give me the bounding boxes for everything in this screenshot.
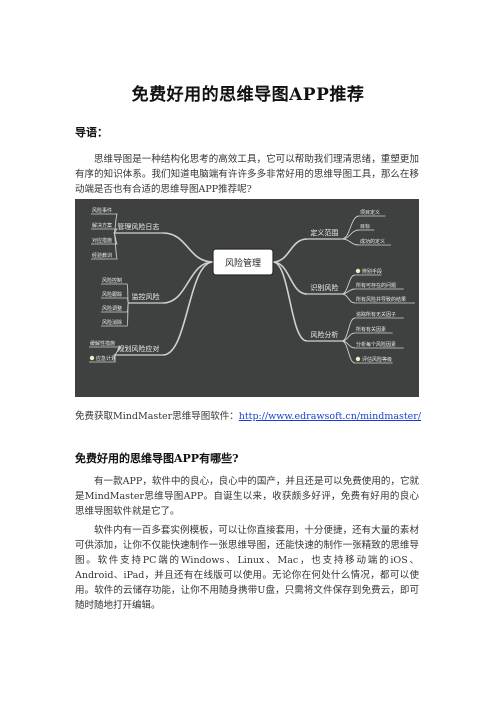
download-line: 免费获取MindMaster思维导图软件：http://www.edrawsof… (75, 408, 421, 422)
branch-label: 定义范围 (310, 228, 338, 237)
intro-heading: 导语： (75, 126, 108, 139)
leaf-label: 成功的定义 (360, 238, 385, 245)
leaf-label: 应急计划 (96, 355, 116, 362)
mindmap-image: 管理风险日志风险事件解决方案对应措施经验教训监控风险风险控制风险跟踪风险调整风险… (75, 199, 419, 397)
mindmap-nodes: 管理风险日志风险事件解决方案对应措施经验教训监控风险风险控制风险跟踪风险调整风险… (89, 207, 406, 363)
paragraph-2: 有一款APP，软件中的良心，良心中的国产，并且还是可以免费使用的，它就是Mind… (75, 476, 419, 517)
section-heading: 免费好用的思维导图APP有哪些? (75, 452, 239, 465)
leaf-label: 解决方案 (92, 222, 112, 229)
leaf-label: 对应措施 (92, 237, 112, 244)
leaf-label: 经验教训 (92, 252, 112, 259)
intro-paragraph: 思维导图是一种结构化思考的高效工具，它可以帮助我们理清思绪，重塑更加有序的知识体… (75, 154, 419, 195)
leaf-marker-icon (355, 356, 361, 362)
leaf-label: 所有风险并导致的结果 (356, 296, 406, 303)
branch-connector (162, 261, 214, 356)
leaf-label: 风险控制 (102, 277, 122, 284)
leaf-label: 评估风险等级 (362, 356, 392, 363)
leaf-label: 所有有关因素 (356, 326, 386, 333)
mindmap-connectors (89, 213, 415, 364)
branch-connector (162, 232, 214, 263)
paragraph-3: 软件内有一百多套实例模板，可以让你直接套用，十分便捷，还有大量的素材可供添加，让… (75, 525, 419, 611)
mindmap-svg: 管理风险日志风险事件解决方案对应措施经验教训监控风险风险控制风险跟踪风险调整风险… (75, 199, 419, 397)
leaf-label: 追踪所有无关因子 (356, 311, 396, 318)
branch-label: 管理风险日志 (117, 222, 159, 231)
branch-label: 识别风险 (310, 283, 338, 292)
mindmap-center-node: 风险管理 (212, 248, 274, 276)
branch-connector (272, 238, 308, 263)
leaf-connector (113, 232, 118, 260)
leaf-label: 风险事件 (92, 207, 112, 214)
leaf-label: 风险消除 (102, 319, 122, 326)
document-title: 免费好用的思维导图APP推荐 (131, 85, 365, 105)
branch-label: 风险分析 (310, 330, 338, 339)
leaf-label: 分析每个风险因素 (356, 341, 396, 348)
leaf-label: 项目定义 (360, 209, 380, 216)
branch-label: 监控风险 (132, 292, 160, 301)
leaf-label: 缓解性措施 (90, 340, 115, 347)
branch-connector (162, 261, 214, 304)
center-node-box (212, 248, 274, 276)
download-label: 免费获取MindMaster思维导图软件： (75, 411, 239, 422)
mindmap-background (75, 199, 419, 397)
leaf-connector (341, 238, 360, 246)
leaf-marker-icon (355, 268, 361, 274)
leaf-label: 风险调整 (102, 305, 122, 312)
download-link[interactable]: http://www.edrawsoft.cn/mindmaster/ (238, 411, 422, 422)
leaf-connector (341, 293, 356, 304)
leaf-label: 目标 (360, 223, 370, 230)
branch-label: 规划风险应对 (117, 344, 159, 353)
leaf-label: 风险跟踪 (102, 291, 122, 298)
leaf-connector (126, 302, 129, 327)
leaf-connector (341, 340, 356, 364)
branch-connector (272, 261, 308, 342)
leaf-marker-icon (89, 355, 95, 361)
center-node-label: 风险管理 (225, 257, 261, 269)
leaf-label: 所有可存在的问题 (356, 282, 396, 289)
leaf-label: 辨别手段 (362, 268, 382, 275)
